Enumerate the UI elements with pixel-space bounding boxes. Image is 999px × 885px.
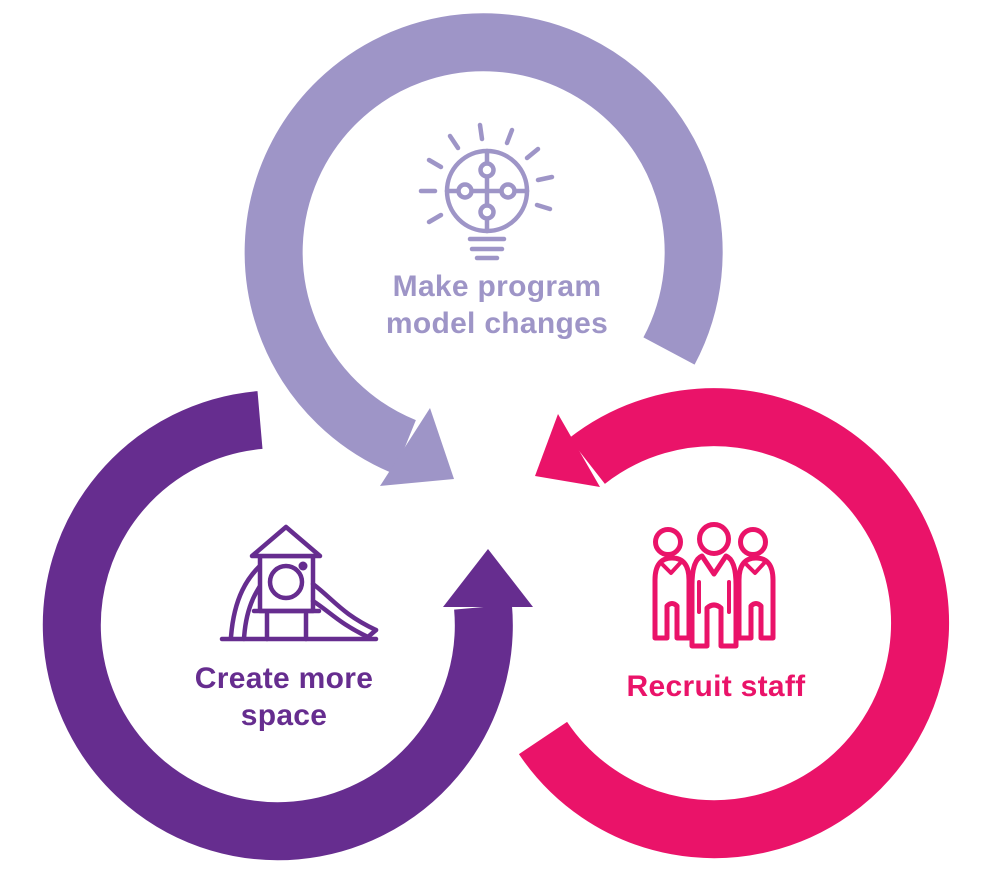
person-right-collar <box>745 559 768 575</box>
person-left-body <box>652 555 692 641</box>
label-line: model changes <box>385 307 609 340</box>
bulb-base <box>467 236 507 261</box>
label-line: space <box>240 699 328 732</box>
circular-arrow-lavender <box>244 13 723 474</box>
lightbulb-rays <box>418 122 555 225</box>
tower-window <box>267 563 305 601</box>
lightbulb-puzzle-icon <box>418 122 555 261</box>
tower-roof <box>249 524 323 559</box>
label-line: Create more <box>194 662 374 695</box>
circular-arrow-purple <box>42 391 513 861</box>
label-line: Make program <box>392 270 602 303</box>
people-group-icon <box>652 522 776 649</box>
arrowhead-pink-icon <box>535 414 600 487</box>
circular-arrow-pink <box>518 388 950 859</box>
arrowhead-lavender-icon <box>380 408 454 486</box>
label-recruit-staff: Recruit staff <box>556 668 876 705</box>
bulb-globe <box>444 148 530 234</box>
person-right-head <box>738 527 768 557</box>
window-dot <box>298 561 308 571</box>
person-left-head <box>653 527 683 557</box>
person-middle-head <box>697 522 731 556</box>
puzzle-knob <box>456 182 474 200</box>
ring-make-program-model-changes <box>244 13 723 486</box>
puzzle-knob <box>478 203 496 221</box>
person-left-collar <box>661 559 684 575</box>
puzzle-knob <box>499 182 517 200</box>
ring-recruit-staff <box>518 388 950 859</box>
label-line: Recruit staff <box>626 670 806 703</box>
person-right-body <box>736 555 776 641</box>
slide-surface <box>310 581 379 633</box>
label-create-more-space: Create more space <box>124 660 444 734</box>
label-make-program-model-changes: Make program model changes <box>337 268 657 342</box>
person-middle-body <box>689 553 739 649</box>
slide-underside <box>310 598 371 640</box>
playground-slide-icon <box>219 524 379 642</box>
ring-create-more-space <box>42 391 533 861</box>
arrowhead-purple-icon <box>443 549 533 607</box>
slide-end <box>365 627 379 640</box>
puzzle-knob <box>478 161 496 179</box>
